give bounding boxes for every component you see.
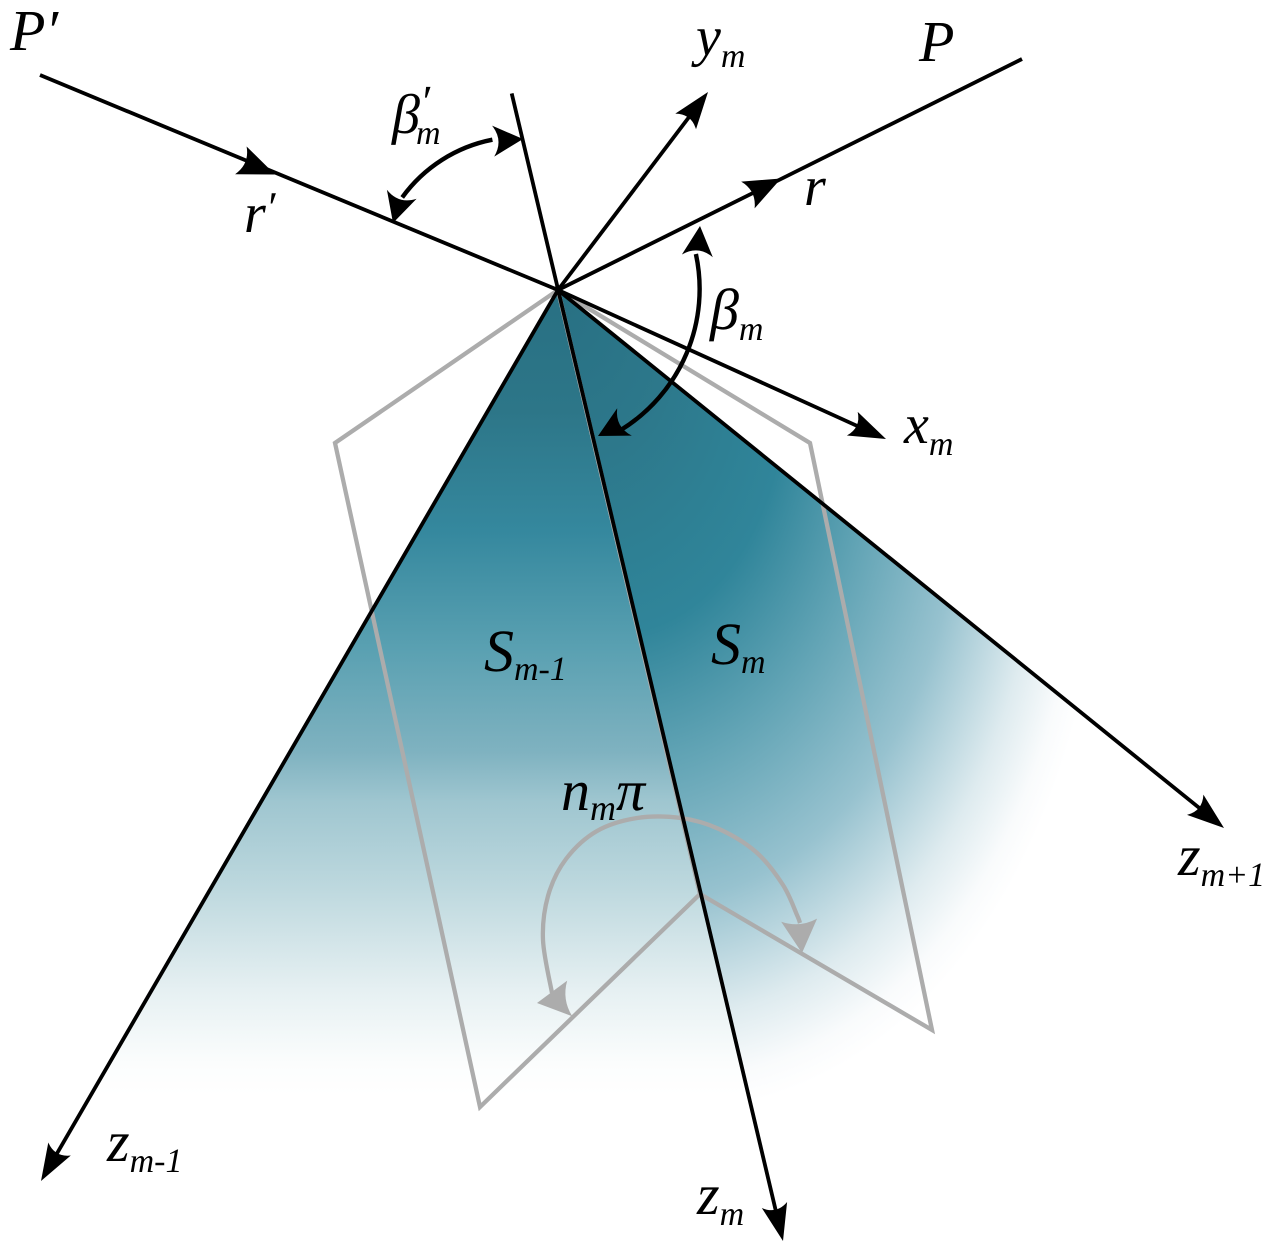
svg-text:Sm: Sm — [711, 611, 766, 681]
svg-text:r: r — [804, 156, 826, 218]
svg-text:P: P — [918, 9, 954, 74]
svg-text:P′: P′ — [9, 0, 59, 63]
